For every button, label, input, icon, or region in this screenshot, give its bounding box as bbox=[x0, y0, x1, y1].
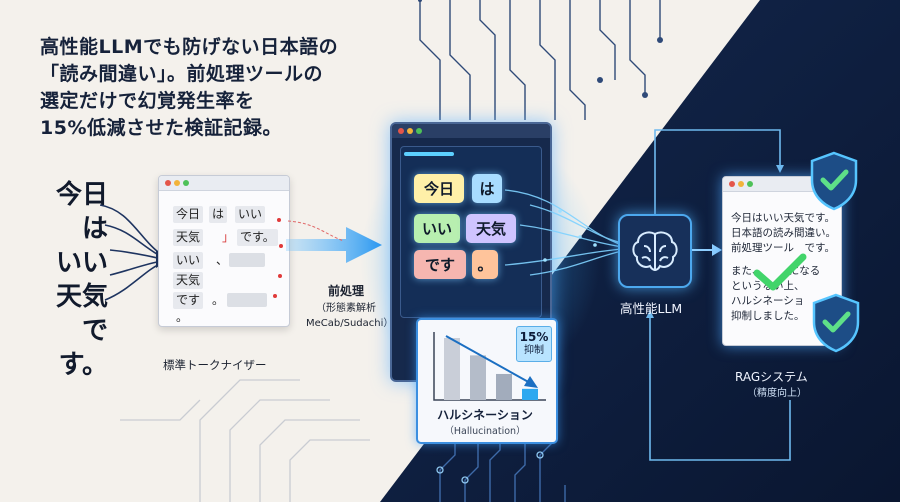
hallucination-bar bbox=[496, 373, 512, 400]
tokenizer-label: 標準トークナイザー bbox=[163, 358, 267, 372]
rag-label: RAGシステム bbox=[735, 370, 808, 384]
llm-flow-lines bbox=[504, 189, 623, 276]
rag-line: ハルシネーショ bbox=[731, 295, 805, 307]
window-titlebar bbox=[159, 176, 289, 191]
headline-line-3: 選定だけで幻覚発生率を bbox=[40, 90, 255, 112]
hallucination-panel: 15% 抑制 ハルシネーション （Hallucination） bbox=[416, 318, 558, 444]
rag-sublabel: （精度向上） bbox=[747, 388, 807, 399]
rag-line: また、 になる bbox=[731, 265, 821, 277]
shield-check-icon bbox=[812, 293, 860, 353]
maximize-dot-icon bbox=[416, 128, 422, 134]
trend-arrow bbox=[445, 335, 533, 385]
trend-arrow-head bbox=[524, 376, 538, 388]
progress-accent bbox=[404, 152, 454, 156]
close-dot-icon bbox=[729, 181, 735, 187]
token: いい bbox=[173, 252, 204, 269]
checkmark-icon bbox=[753, 253, 807, 291]
input-sentence: 今日 は いい 天気 です。 bbox=[40, 178, 108, 382]
llm-chip bbox=[618, 214, 692, 288]
token-chip: は bbox=[472, 174, 502, 203]
token: は bbox=[209, 206, 228, 223]
minimize-dot-icon bbox=[738, 181, 744, 187]
headline: 高性能LLMでも防げない日本語の 「読み間違い」。前処理ツールの 選定だけで幻覚… bbox=[40, 34, 380, 142]
hallucination-label: ハルシネーション bbox=[437, 408, 533, 422]
token: 。 bbox=[176, 310, 189, 324]
close-dot-icon bbox=[398, 128, 404, 134]
maximize-dot-icon bbox=[183, 180, 189, 186]
token-blank bbox=[229, 253, 265, 267]
rag-text-block: 今日はいい天気です。 日本語の読み間違い。 前処理ツール です。 また、 になる… bbox=[731, 211, 836, 324]
input-word: いい bbox=[55, 248, 108, 278]
preprocess-caption: 前処理 （形態素解析 MeCab/Sudachi） bbox=[306, 282, 394, 329]
token: 天気 bbox=[173, 272, 204, 289]
hallucination-bar bbox=[522, 388, 538, 400]
rag-line: 抑制しました。 bbox=[731, 310, 805, 322]
input-word: です。 bbox=[58, 316, 108, 380]
hallucination-bar-chart bbox=[433, 332, 546, 401]
hallucination-bar bbox=[444, 338, 460, 400]
token: 、 bbox=[216, 253, 229, 267]
token: です。 bbox=[237, 229, 278, 246]
minimize-dot-icon bbox=[174, 180, 180, 186]
preprocess-arrow bbox=[286, 220, 382, 263]
suppression-text: 抑制 bbox=[524, 345, 544, 356]
suppression-badge: 15% 抑制 bbox=[516, 326, 552, 362]
token: いい bbox=[235, 206, 266, 223]
input-word: 天気 bbox=[55, 282, 108, 312]
token-chip: 。 bbox=[472, 250, 498, 279]
input-word: 今日 bbox=[55, 180, 108, 210]
suppression-value: 15% bbox=[519, 330, 549, 344]
preprocess-tools: MeCab/Sudachi） bbox=[306, 318, 394, 329]
token-chip: いい bbox=[414, 214, 460, 243]
close-dot-icon bbox=[165, 180, 171, 186]
token: 。 bbox=[212, 293, 225, 307]
preprocess-title: 前処理 bbox=[327, 284, 364, 298]
token: 今日 bbox=[173, 206, 204, 223]
rag-arrow bbox=[692, 244, 722, 256]
tokenizer-window: 今日 は いい 天気 」 です。 いい 、 天気 です 。 。 bbox=[158, 175, 290, 327]
input-word: は bbox=[81, 214, 108, 244]
circuit-nodes-top bbox=[418, 0, 663, 98]
minimize-dot-icon bbox=[407, 128, 413, 134]
token-chip: 天気 bbox=[466, 214, 516, 243]
feedback-loop-lines bbox=[649, 129, 791, 461]
headline-line-2: 「読み間違い」。前処理ツールの bbox=[40, 63, 324, 85]
hallucination-sublabel: （Hallucination） bbox=[444, 426, 526, 437]
shield-check-icon bbox=[810, 151, 858, 211]
headline-line-1: 高性能LLMでも防げない日本語の bbox=[40, 36, 339, 58]
llm-label: 高性能LLM bbox=[620, 301, 683, 316]
maximize-dot-icon bbox=[747, 181, 753, 187]
brain-icon bbox=[632, 231, 678, 271]
rag-line: 日本語の読み間違い。 bbox=[731, 227, 836, 239]
token-error: 」 bbox=[222, 230, 235, 244]
hallucination-bar bbox=[470, 355, 486, 400]
rag-line: 前処理ツール です。 bbox=[731, 242, 835, 254]
token: です bbox=[173, 292, 204, 309]
preprocess-subtitle: （形態素解析 bbox=[316, 303, 376, 314]
rag-line: 今日はいい天気です。 bbox=[731, 212, 835, 224]
token-chip: 今日 bbox=[414, 174, 464, 203]
error-marks bbox=[273, 218, 283, 298]
circuit-traces-left bbox=[120, 379, 370, 502]
token-chip: です bbox=[414, 250, 466, 279]
token: 天気 bbox=[173, 229, 204, 246]
headline-line-4: 15%低減させた検証記録。 bbox=[40, 117, 282, 139]
token-blank bbox=[227, 293, 267, 307]
window-titlebar bbox=[392, 124, 550, 138]
circuit-traces-top bbox=[419, 0, 661, 120]
